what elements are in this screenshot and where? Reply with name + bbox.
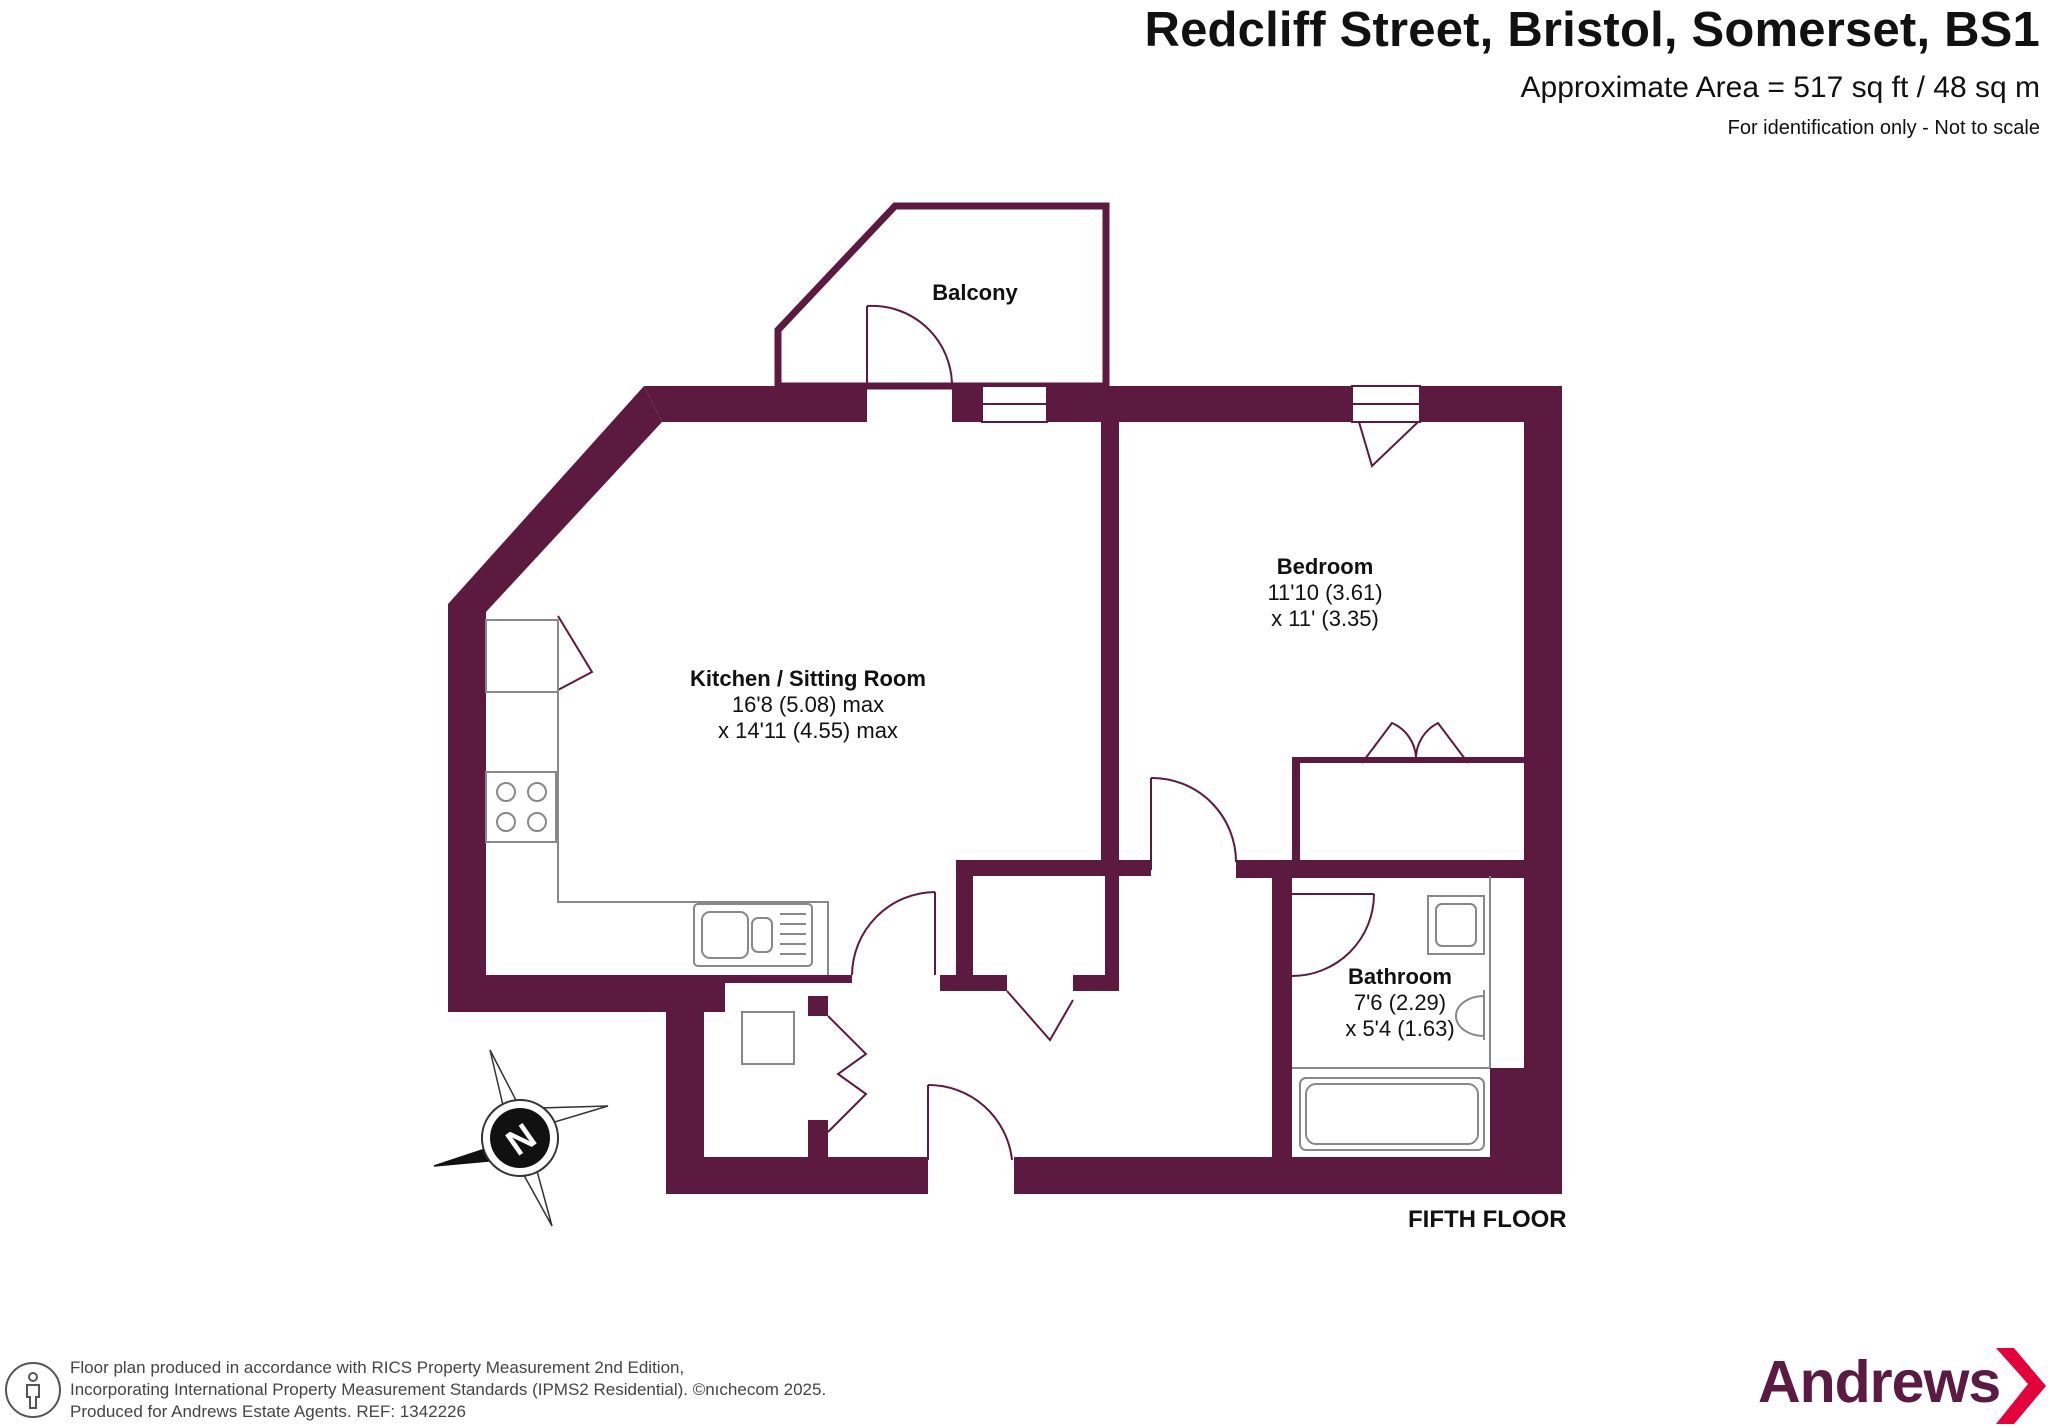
wall-diagonal	[448, 386, 662, 612]
store-appliance	[741, 1011, 795, 1065]
bathroom-dim1: 7'6 (2.29)	[1354, 990, 1446, 1015]
bath	[1299, 1077, 1485, 1151]
wall-top-right	[1047, 386, 1352, 422]
hob	[485, 771, 557, 843]
andrews-logo: Andrews	[1758, 1346, 2048, 1427]
wall-hall-top	[956, 860, 1151, 876]
footer-text: Floor plan produced in accordance with R…	[70, 1357, 826, 1423]
wall-kitchen-bottom-2	[725, 975, 852, 983]
compass-icon: N	[433, 1049, 609, 1227]
wall-bottom-left	[666, 1157, 928, 1194]
kitchen-dim2: x 14'11 (4.55) max	[718, 718, 898, 743]
kitchen-label: Kitchen / Sitting Room	[690, 666, 926, 691]
bedroom-label: Bedroom	[1277, 554, 1374, 579]
wall-store-top-2	[808, 996, 828, 1016]
chevron-logo-icon	[1996, 1348, 2046, 1424]
wall-hall-bottom	[940, 975, 1007, 991]
footer-line1: Floor plan produced in accordance with R…	[70, 1358, 685, 1377]
wall-hall-left	[956, 860, 973, 977]
door-bedroom-window-swing	[1358, 421, 1419, 468]
bathroom-label: Bathroom	[1348, 964, 1452, 989]
footer-line3: Produced for Andrews Estate Agents. REF:…	[70, 1402, 466, 1421]
door-wardrobe-left	[1361, 721, 1417, 764]
wall-top-mid	[952, 386, 982, 422]
wall-left	[448, 604, 486, 1012]
approximate-area: Approximate Area = 517 sq ft / 48 sq m	[1520, 71, 2040, 104]
footer-line2: Incorporating International Property Mea…	[70, 1380, 827, 1399]
wall-wardrobe	[1292, 757, 1300, 864]
property-title: Redcliff Street, Bristol, Somerset, BS1	[1144, 3, 2040, 57]
brand-name: Andrews	[1758, 1349, 2001, 1415]
door-hall-bedroom-swing	[1150, 776, 1237, 863]
sink	[693, 903, 813, 967]
wall-top-left	[644, 386, 867, 422]
door-bathroom-swing	[1291, 893, 1375, 977]
scale-note: For identification only - Not to scale	[1727, 117, 2040, 139]
kitchen-cupboard	[485, 619, 559, 693]
balcony-label: Balcony	[932, 280, 1018, 305]
door-balcony-swing	[866, 304, 954, 387]
kitchen-counter	[557, 692, 829, 975]
washbasin	[1427, 895, 1485, 955]
toilet	[1455, 990, 1485, 1040]
wall-center-2	[1101, 420, 1109, 866]
wall-store-left	[666, 1012, 704, 1194]
bedroom-dim1: 11'10 (3.61)	[1267, 580, 1382, 605]
person-icon	[5, 1362, 61, 1418]
door-store-swing	[827, 1015, 868, 1133]
wall-hall-bottom-2	[1073, 975, 1119, 991]
wall-store-right	[808, 1120, 828, 1170]
walls	[448, 386, 1562, 1194]
wall-bath-left	[1272, 876, 1292, 1194]
kitchen-dim1: 16'8 (5.08) max	[732, 692, 884, 717]
wall-right-cupboard	[1292, 757, 1524, 763]
floor-label: FIFTH FLOOR	[1408, 1206, 1567, 1233]
wall-bottom-right	[1014, 1157, 1562, 1194]
door-cupboard-kitchen-swing	[557, 615, 594, 691]
door-entrance-swing	[927, 1083, 1013, 1161]
wall-right	[1524, 386, 1562, 1194]
door-cupboard-hall-swing	[1006, 990, 1074, 1042]
wall-bath-top	[1236, 860, 1562, 878]
door-kitchen-hall-swing	[851, 891, 936, 976]
door-wardrobe-right	[1415, 721, 1469, 764]
wall-store-top-1	[666, 996, 725, 1012]
bathroom-dim2: x 5'4 (1.63)	[1345, 1016, 1454, 1041]
bedroom-dim2: x 11' (3.35)	[1271, 606, 1379, 631]
